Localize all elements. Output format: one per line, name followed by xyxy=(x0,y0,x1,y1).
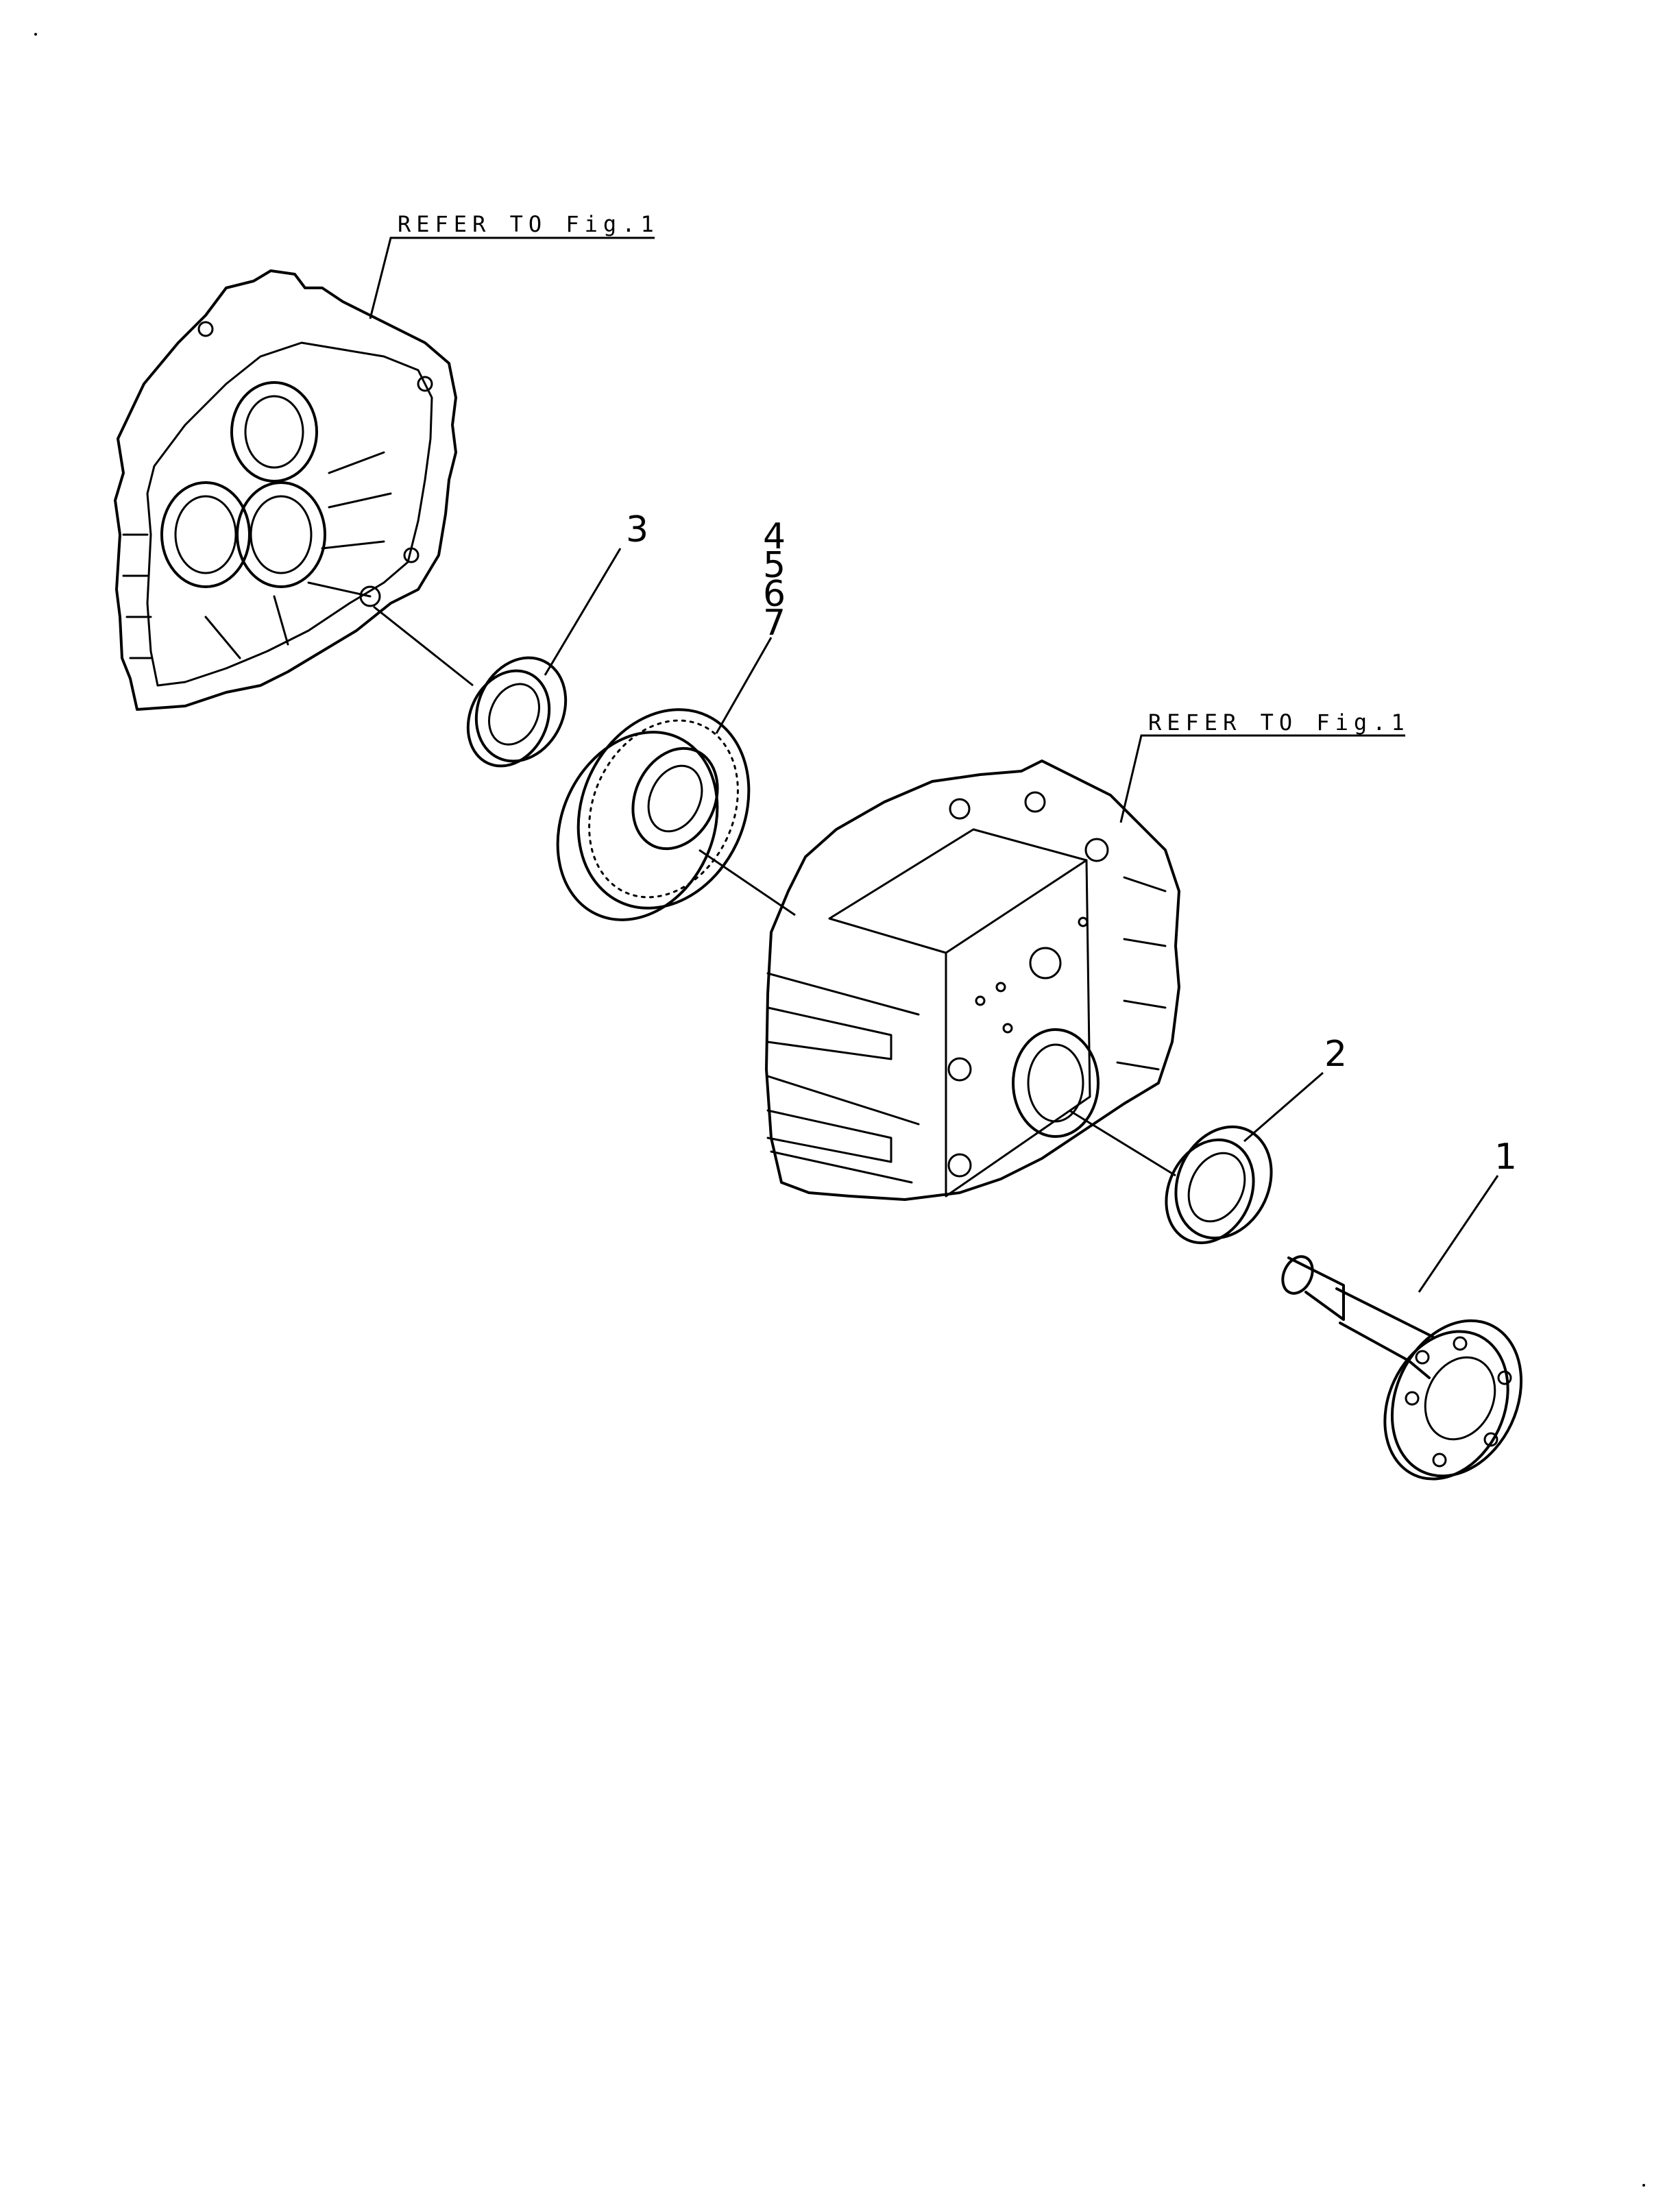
callout-4: 4 xyxy=(763,516,786,557)
corner-mark-bottom xyxy=(1642,2184,1645,2187)
callout-2: 2 xyxy=(1324,1034,1347,1075)
seal-right xyxy=(1165,1125,1273,1245)
leader-callout-3 xyxy=(544,548,622,676)
callout-3: 3 xyxy=(626,509,648,550)
reference-lower-label: REFER TO Fig.1 xyxy=(1148,709,1410,736)
reference-upper: REFER TO Fig.1 xyxy=(369,211,659,319)
reference-lower: REFER TO Fig.1 xyxy=(1119,709,1410,823)
reference-upper-label: REFER TO Fig.1 xyxy=(398,211,659,237)
seal-left xyxy=(466,656,568,768)
axis-line-housing-seal xyxy=(1069,1109,1176,1177)
leader-callout-1 xyxy=(1418,1175,1499,1293)
callout-7: 7 xyxy=(763,603,786,644)
corner-mark-top xyxy=(34,33,37,36)
callout-1: 1 xyxy=(1494,1137,1517,1178)
axis-line-gear-housing xyxy=(699,849,796,916)
main-transmission-housing xyxy=(765,759,1180,1201)
leader-callout-2 xyxy=(1243,1071,1324,1143)
rear-cover-housing xyxy=(114,269,457,711)
callout-6: 6 xyxy=(763,574,786,615)
helical-gear xyxy=(556,708,751,921)
leader-callout-4-7 xyxy=(715,637,773,734)
flanged-shaft xyxy=(1281,1255,1523,1481)
callout-gear-stack: 4 5 6 7 xyxy=(763,516,786,644)
axis-line-cover-seal xyxy=(373,605,474,687)
callout-5: 5 xyxy=(763,545,786,586)
